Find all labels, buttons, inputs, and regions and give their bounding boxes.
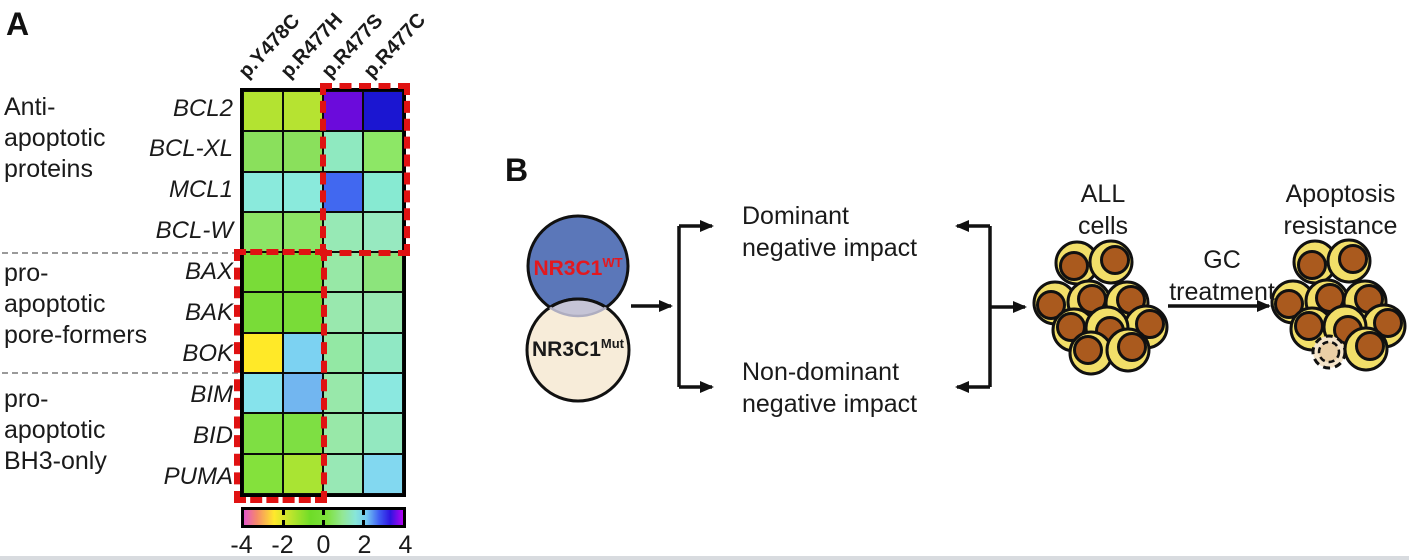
cell-nucleus (1338, 244, 1368, 274)
heatmap-cell-BCL-XL-p.R477S (323, 131, 363, 172)
panel-b-diagram (525, 214, 1407, 403)
row-label-BAK: BAK (184, 299, 233, 326)
colorbar-tick-label-0: 0 (316, 531, 331, 559)
row-label-BIM: BIM (190, 380, 233, 408)
all-cells-cluster (1032, 239, 1169, 376)
heatmap-cell-BCL-XL-p.R477C (363, 131, 403, 172)
heatmap-cell-BAX-p.R477H (283, 252, 323, 293)
heatmap (240, 88, 406, 497)
group-separator-line (2, 252, 238, 254)
colorbar (241, 507, 406, 528)
cell-nucleus (1117, 332, 1147, 362)
venn-faint-arc (527, 299, 629, 318)
gc-treatment-label: GC treatment (1169, 246, 1275, 306)
heatmap-cell-BAK-p.Y478C (243, 292, 283, 333)
cell-nucleus (1100, 245, 1130, 275)
panel-b-label: B (505, 152, 529, 188)
colorbar-tick (361, 520, 365, 525)
bottom-border-strip (0, 556, 1409, 560)
cell-nucleus (1059, 251, 1089, 281)
row-label-MCL1: MCL1 (168, 176, 233, 204)
apoptosis-resistance-label: Apoptosis resistance (1283, 180, 1398, 240)
nr3c1-mut-base: NR3C1 (532, 338, 601, 361)
colorbar-tick (322, 520, 325, 525)
group-label-pore-formers: pro- apoptotic pore-formers (4, 259, 148, 349)
heatmap-cell-BCL-W-p.R477H (283, 211, 323, 253)
heatmap-cell-MCL1-p.R477C (363, 171, 403, 212)
heatmap-cell-BAK-p.R477H (283, 292, 323, 333)
panel-a-label: A (6, 6, 30, 42)
dying-cell-core (1317, 340, 1341, 364)
group-label-bh3-only: pro- apoptotic BH3-only (4, 385, 107, 475)
heatmap-cell-BCL-W-p.R477C (363, 211, 403, 253)
cell-nucleus (1297, 250, 1327, 280)
heatmap-cell-BIM-p.Y478C (243, 373, 283, 414)
heatmap-cell-PUMA-p.Y478C (243, 453, 283, 494)
heatmap-cell-BCL-W-p.Y478C (243, 211, 283, 253)
cell-nucleus (1355, 331, 1385, 361)
heatmap-cell-BOK-p.R477S (323, 332, 363, 374)
heatmap-cell-PUMA-p.R477S (323, 453, 363, 494)
heatmap-cell-BIM-p.R477C (363, 373, 403, 414)
venn-overlap-region (528, 297, 628, 316)
heatmap-cell-BCL-XL-p.R477H (283, 131, 323, 172)
cell-nucleus (1036, 290, 1066, 320)
cell-nucleus (1373, 308, 1403, 338)
heatmap-cell-BID-p.R477C (363, 413, 403, 454)
heatmap-cell-BAX-p.R477C (363, 252, 403, 293)
heatmap-cell-BCL2-p.Y478C (243, 91, 283, 132)
heatmap-cell-BOK-p.R477H (283, 332, 323, 374)
heatmap-cell-BAX-p.R477S (323, 252, 363, 293)
cell-nucleus (1274, 289, 1304, 319)
highlight-box-r477s-r477c (320, 83, 410, 256)
group-separator-line (2, 372, 238, 374)
apoptosis-resistant-cluster (1270, 238, 1407, 372)
colorbar-tick-label--2: -2 (271, 531, 294, 559)
colorbar-tick-label--4: -4 (230, 531, 253, 559)
row-label-PUMA: PUMA (163, 462, 233, 490)
cell-nucleus (1294, 311, 1324, 341)
row-label-BOK: BOK (182, 339, 233, 367)
heatmap-cell-MCL1-p.R477S (323, 171, 363, 212)
row-label-BCL-XL: BCL-XL (148, 135, 233, 163)
heatmap-cell-PUMA-p.R477C (363, 453, 403, 494)
heatmap-cell-BID-p.Y478C (243, 413, 283, 454)
row-label-BAX: BAX (184, 258, 233, 286)
nr3c1-wt-base: NR3C1 (533, 257, 603, 280)
row-label-BID: BID (192, 421, 233, 449)
heatmap-cell-BID-p.R477S (323, 413, 363, 454)
heatmap-cell-BCL2-p.R477C (363, 91, 403, 132)
heatmap-cell-BAX-p.Y478C (243, 252, 283, 293)
heatmap-cell-BCL2-p.R477H (283, 91, 323, 132)
heatmap-cell-MCL1-p.R477H (283, 171, 323, 212)
heatmap-cell-BAK-p.R477C (363, 292, 403, 333)
cell-nucleus (1073, 335, 1103, 365)
colorbar-tick (361, 510, 365, 515)
heatmap-cell-MCL1-p.Y478C (243, 171, 283, 212)
all-cells-label: ALL cells (1077, 180, 1128, 240)
nr3c1-mut-label: NR3C1Mut (518, 336, 638, 362)
colorbar-tick-label-2: 2 (357, 531, 372, 559)
colorbar-tick (322, 510, 325, 515)
heatmap-cell-BOK-p.Y478C (243, 332, 283, 374)
nr3c1-wt-label: NR3C1WT (518, 255, 638, 281)
cell-nucleus (1135, 309, 1165, 339)
heatmap-cell-BCL-XL-p.Y478C (243, 131, 283, 172)
heatmap-cell-BIM-p.R477S (323, 373, 363, 414)
row-label-BCL2: BCL2 (172, 94, 233, 122)
group-label-anti-apoptotic: Anti- apoptotic proteins (4, 93, 106, 183)
colorbar-tick-label-4: 4 (398, 531, 413, 559)
colorbar-tick (282, 510, 286, 515)
highlight-box-y478c-r477h (234, 249, 327, 503)
dominant-impact-label: Dominant negative impact (742, 202, 918, 262)
heatmap-cell-BAK-p.R477S (323, 292, 363, 333)
nr3c1-wt-sup: WT (602, 255, 623, 270)
non-dominant-impact-label: Non-dominant negative impact (742, 358, 918, 418)
row-label-BCL-W: BCL-W (155, 217, 233, 245)
cell-nucleus (1056, 312, 1086, 342)
colorbar-tick (282, 520, 286, 525)
heatmap-cell-BOK-p.R477C (363, 332, 403, 374)
nr3c1-mut-sup: Mut (600, 336, 624, 351)
